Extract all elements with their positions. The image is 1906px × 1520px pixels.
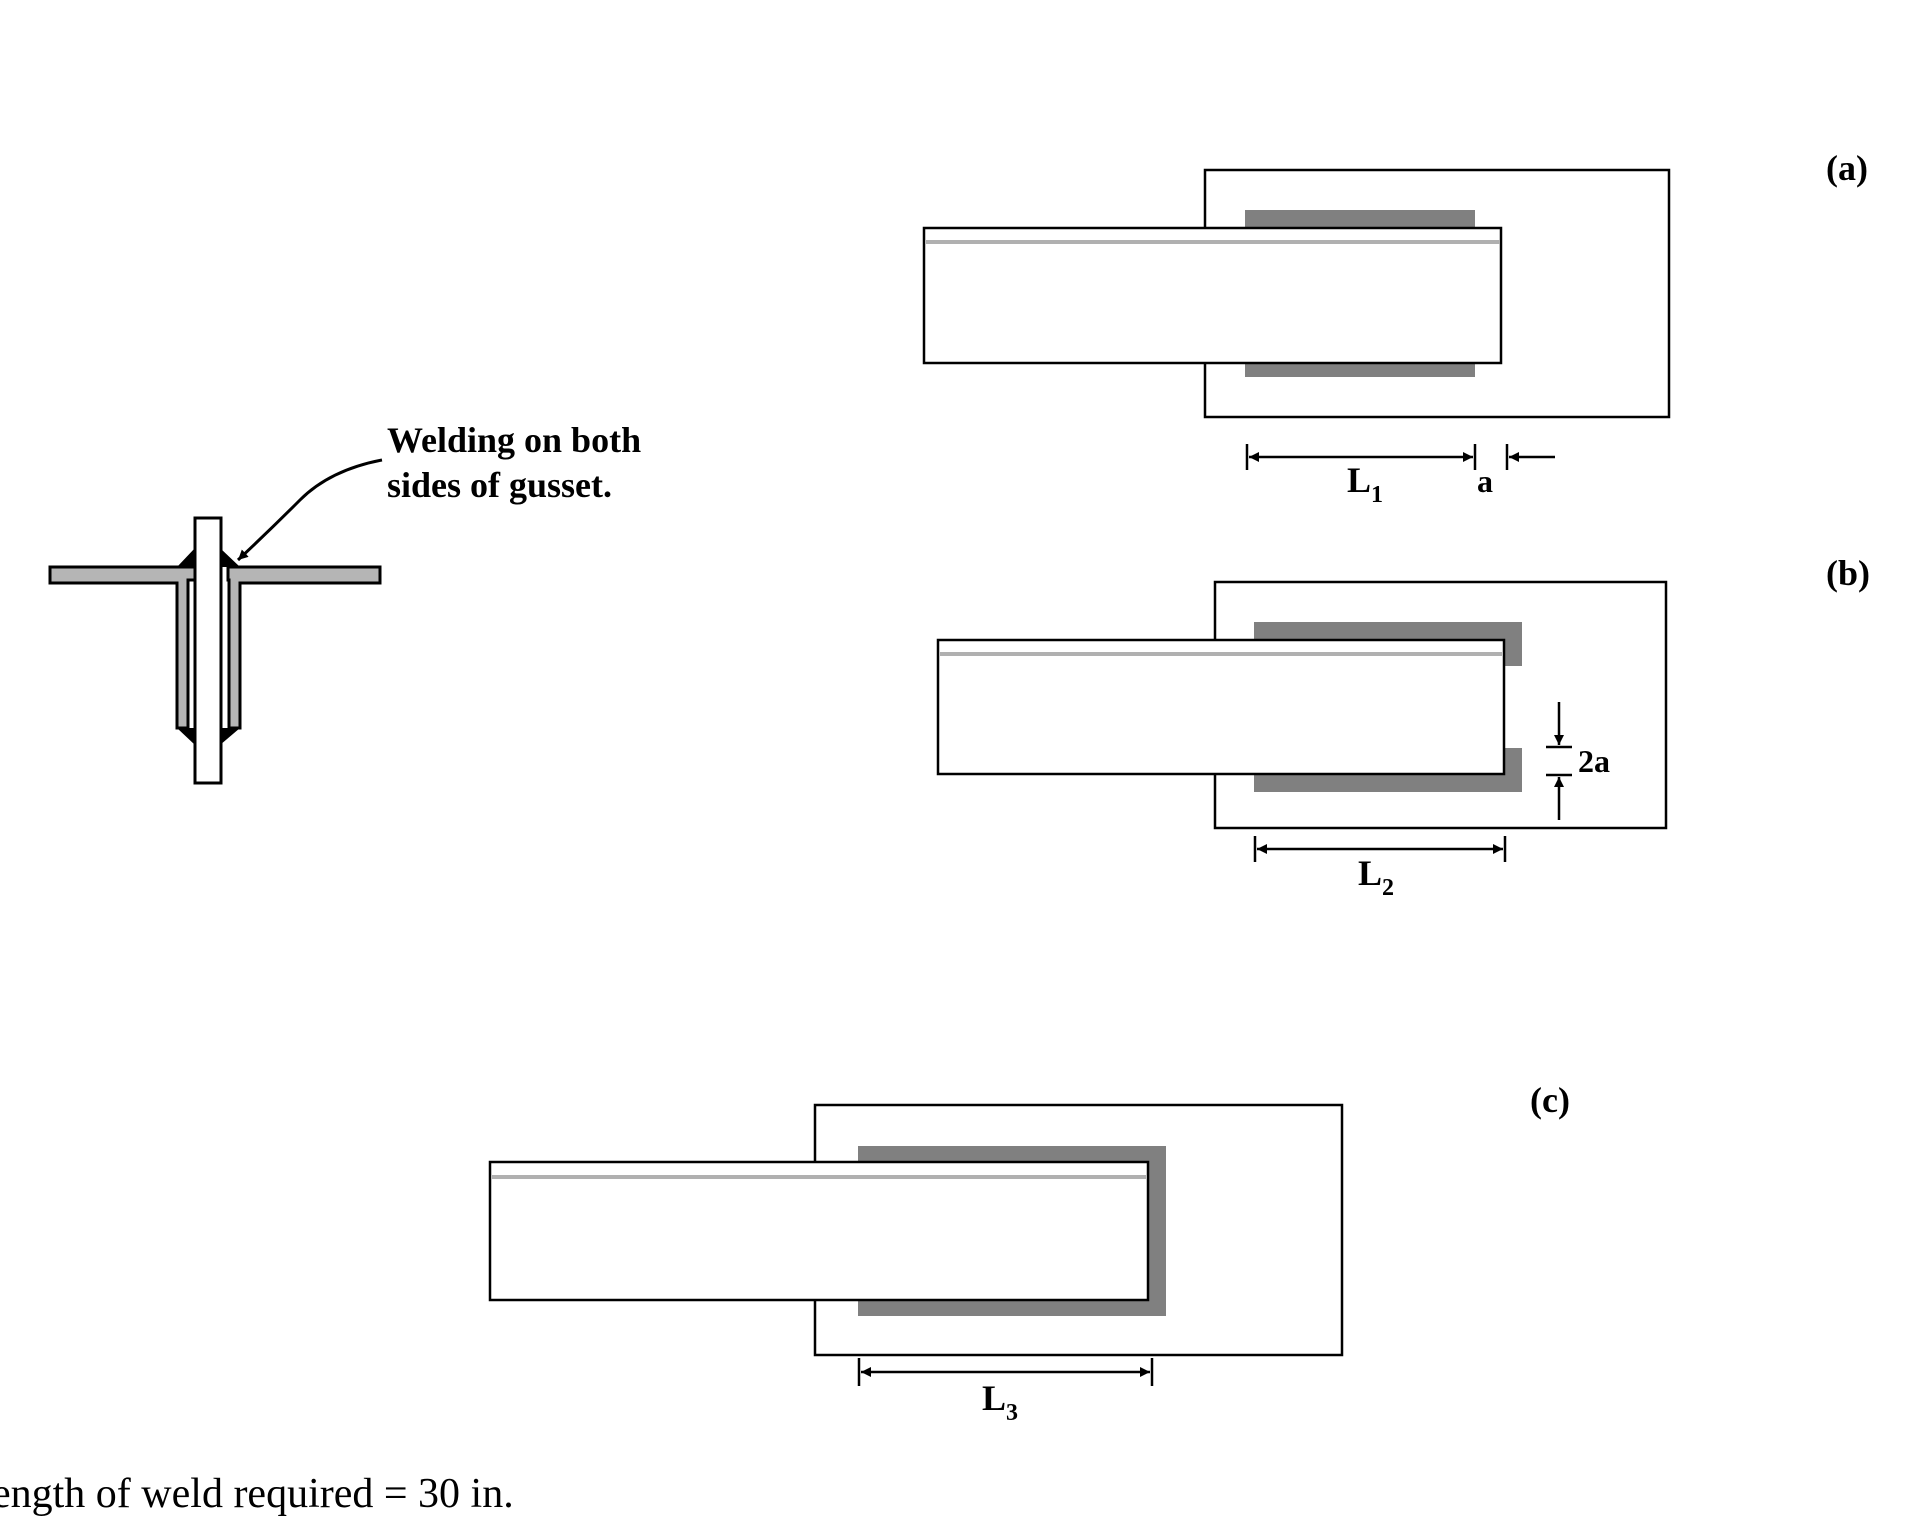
annotation-line-2: sides of gusset.: [387, 465, 612, 505]
weld-fillet-bottom-right: [220, 728, 240, 745]
dim-label-L2: L2: [1358, 853, 1394, 901]
gusset-plate: [193, 516, 223, 785]
gusset-cross-section: [48, 458, 383, 785]
dim-label-2a: 2a: [1578, 743, 1610, 779]
panel-label-c: (c): [1530, 1080, 1570, 1120]
weld-return-top-b: [1254, 622, 1522, 666]
angle-left: [48, 565, 197, 730]
weld-fillet-top-right: [220, 548, 240, 567]
panel-c: [488, 1103, 1344, 1386]
panel-b: [936, 580, 1668, 862]
panel-label-a: (a): [1826, 148, 1868, 188]
angle-member-c: [488, 1160, 1150, 1302]
weld-fillet-bottom-left: [177, 728, 195, 745]
angle-member-a: [922, 226, 1503, 365]
dim-label-L1: L1: [1347, 460, 1383, 508]
weld-return-bottom-b: [1254, 748, 1522, 792]
weld-top-a: [1245, 210, 1475, 228]
angle-right: [226, 565, 382, 730]
dim-label-a: a: [1477, 463, 1493, 499]
angle-member-b: [936, 638, 1506, 776]
panel-label-b: (b): [1826, 553, 1870, 593]
panel-a: [922, 168, 1671, 470]
weld-length-text: ength of weld required = 30 in.: [0, 1471, 514, 1517]
leader-arrow: [236, 458, 383, 562]
dim-label-L3: L3: [982, 1378, 1018, 1426]
weld-fillet-top-left: [177, 548, 195, 567]
annotation-line-1: Welding on both: [387, 420, 641, 460]
